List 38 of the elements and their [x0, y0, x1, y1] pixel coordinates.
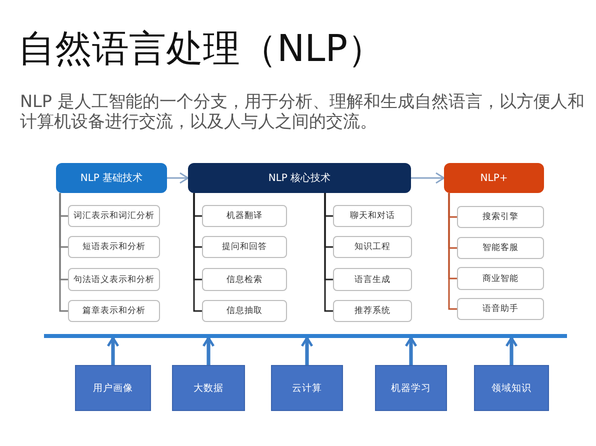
topic-box: 知识工程 [333, 236, 412, 258]
topic-box: 语言生成 [333, 268, 412, 291]
topic-box: 提问和回答 [202, 236, 287, 258]
topic-box: 信息抽取 [202, 300, 287, 322]
branch-line [324, 193, 333, 312]
foundation-box: 领域知识 [474, 365, 549, 411]
category-header: NLP+ [444, 163, 544, 193]
topic-box: 搜索引擎 [457, 206, 544, 228]
arrow [202, 336, 215, 365]
topic-box: 智能客服 [457, 237, 544, 259]
category-header: NLP 基础技术 [56, 163, 167, 193]
foundation-box: 大数据 [172, 365, 245, 411]
arrow [300, 336, 314, 365]
foundation-box: 机器学习 [375, 365, 447, 411]
topic-box: 句法语义表示和分析 [68, 268, 160, 291]
topic-box: 词汇表示和词汇分析 [68, 205, 160, 227]
topic-box: 机器翻译 [202, 205, 287, 227]
branch-line [448, 193, 457, 310]
title: 自然语言处理（NLP） [18, 26, 385, 72]
arrow [106, 336, 120, 365]
branch-line [193, 193, 202, 312]
topic-box: 篇章表示和分析 [68, 300, 160, 322]
category-header: NLP 核心技术 [188, 163, 411, 193]
arrow [411, 172, 445, 184]
branch-line [59, 193, 68, 312]
platform-bar [44, 334, 567, 338]
arrow [505, 336, 518, 365]
topic-box: 推荐系统 [333, 300, 412, 322]
topic-box: 商业智能 [457, 267, 544, 290]
topic-box: 信息检索 [202, 268, 287, 291]
topic-box: 聊天和对话 [333, 205, 412, 227]
arrow [404, 336, 418, 365]
topic-box: 短语表示和分析 [68, 236, 160, 258]
foundation-box: 云计算 [271, 365, 343, 411]
topic-box: 语音助手 [457, 298, 544, 320]
foundation-box: 用户画像 [75, 365, 151, 411]
description: NLP 是人工智能的一个分支，用于分析、理解和生成自然语言，以方便人和计算机设备进行交流，以及人与人之间的交流。 [20, 91, 586, 131]
arrow [167, 172, 189, 184]
